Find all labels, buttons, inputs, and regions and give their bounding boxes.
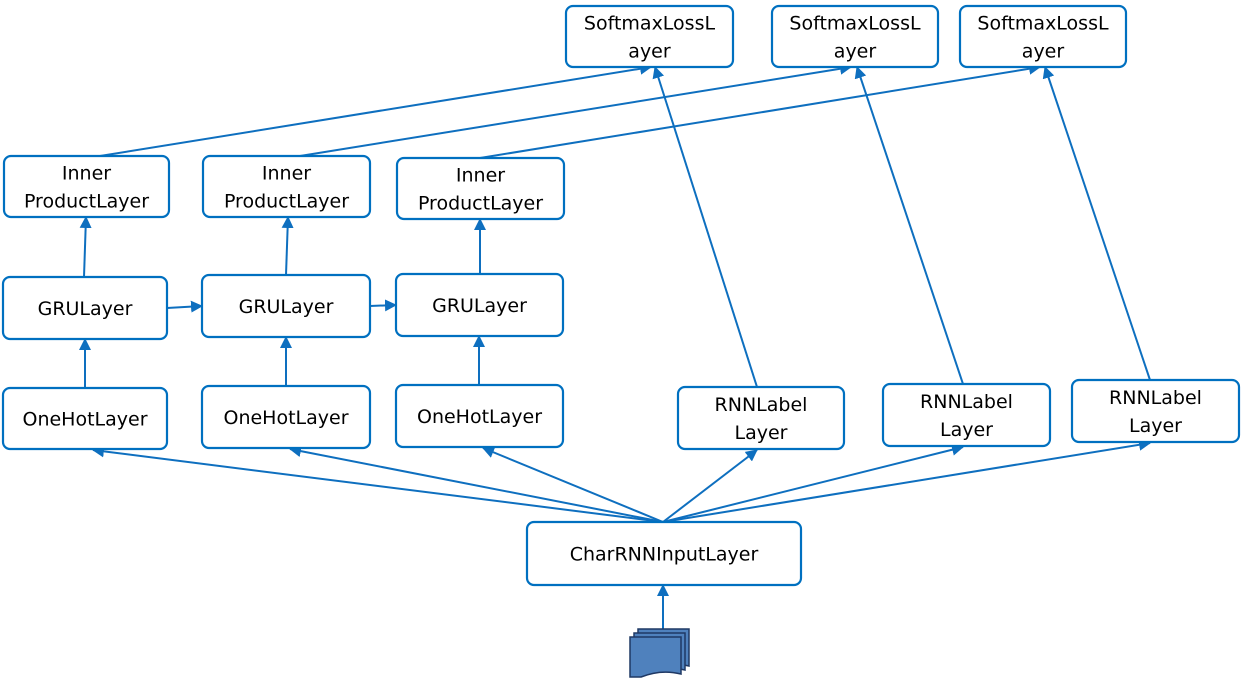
nodes: SoftmaxLossLayerSoftmaxLossLayerSoftmaxL…	[1, 4, 1241, 587]
node-label: CharRNNInputLayer	[570, 544, 759, 566]
edge-label-3-to-softmax-3	[1042, 66, 1151, 381]
edge-gru-2-to-inner-2	[281, 216, 294, 276]
edge-input-to-onehot-1	[92, 445, 664, 523]
node-label: OneHotLayer	[22, 409, 147, 431]
node-box	[394, 272, 565, 338]
node-box	[564, 4, 735, 69]
edge-gru-1-to-inner-1	[79, 216, 92, 278]
node-label: ayer	[834, 41, 877, 63]
node-box	[201, 154, 372, 219]
edge-label-1-to-softmax-1	[652, 66, 758, 388]
node-label: RNNLabel	[920, 391, 1013, 413]
node-box	[395, 156, 566, 221]
node-label: GRULayer	[38, 298, 133, 320]
node-label: ayer	[628, 41, 671, 63]
node-gru-1: GRULayer	[1, 275, 169, 341]
document-stack-icon	[629, 628, 690, 678]
node-box	[525, 520, 803, 587]
edge-inner-2-to-softmax-2	[299, 62, 852, 157]
node-input: CharRNNInputLayer	[525, 520, 803, 587]
node-label: ProductLayer	[224, 191, 349, 213]
node-box	[676, 385, 846, 451]
edge-input-to-label-3	[662, 438, 1151, 523]
node-softmax-3: SoftmaxLossL ayer	[958, 4, 1128, 69]
node-onehot-2: OneHotLayer	[200, 384, 372, 450]
node-label: RNNLabel	[715, 394, 808, 416]
node-box	[394, 383, 565, 449]
node-label: Layer	[735, 422, 788, 444]
node-label: Inner	[262, 163, 311, 185]
node-label: Layer	[940, 419, 993, 441]
node-label: GRULayer	[239, 296, 334, 318]
node-label: ProductLayer	[24, 191, 149, 213]
node-box	[2, 154, 171, 219]
edge-gru-1-to-gru-2	[166, 300, 203, 313]
node-onehot-1: OneHotLayer	[1, 386, 169, 451]
node-label: Layer	[1129, 415, 1182, 437]
edge-input-to-onehot-2	[289, 445, 664, 523]
node-label: SoftmaxLossL	[584, 13, 716, 35]
edge-inner-3-to-softmax-3	[479, 62, 1041, 159]
node-box	[1, 386, 169, 451]
node-box	[770, 4, 940, 69]
node-box	[1070, 378, 1241, 444]
node-label: SoftmaxLossL	[789, 13, 921, 35]
edge-label-2-to-softmax-2	[854, 66, 964, 385]
node-label: GRULayer	[432, 295, 527, 317]
node-box	[958, 4, 1128, 69]
node-label: ProductLayer	[418, 193, 543, 215]
edge-inner-1-to-softmax-1	[99, 62, 652, 157]
edge-gru-2-to-gru-3	[369, 299, 397, 312]
node-label: ayer	[1022, 41, 1065, 63]
node-label: Inner	[62, 163, 111, 185]
edge-input-to-label-2	[662, 443, 964, 523]
node-softmax-1: SoftmaxLossL ayer	[564, 4, 735, 69]
node-box	[881, 382, 1052, 448]
node-onehot-3: OneHotLayer	[394, 383, 565, 449]
node-softmax-2: SoftmaxLossL ayer	[770, 4, 940, 69]
node-label: SoftmaxLossL	[977, 13, 1109, 35]
edges	[79, 62, 1151, 632]
node-gru-2: GRULayer	[200, 273, 372, 339]
node-gru-3: GRULayer	[394, 272, 565, 338]
node-box	[200, 384, 372, 450]
node-label: RNNLabel	[1109, 387, 1202, 409]
node-box	[1, 275, 169, 341]
node-label: OneHotLayer	[223, 407, 348, 429]
edge-input-to-onehot-3	[482, 446, 664, 523]
node-label: OneHotLayer	[417, 406, 542, 428]
node-label: Inner	[456, 165, 505, 187]
node-box	[200, 273, 372, 339]
edge-input-to-label-1	[662, 449, 758, 523]
